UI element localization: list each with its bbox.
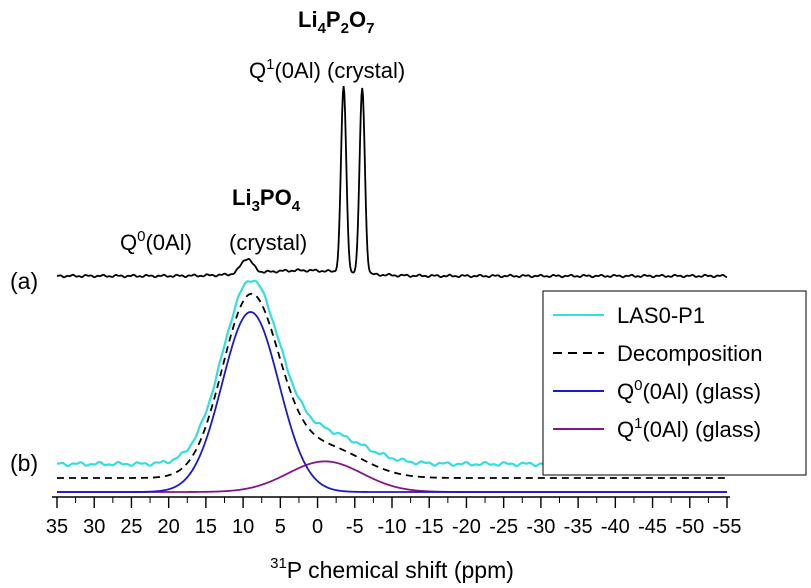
x-tick-label: 35 (46, 516, 68, 538)
legend-label-q0-glass: Q0(0Al) (glass) (617, 377, 761, 404)
x-tick-label: -50 (675, 516, 704, 538)
x-tick-label: -10 (378, 516, 407, 538)
trace-label-b: (b) (10, 450, 38, 476)
x-tick-label: 20 (158, 516, 180, 538)
x-tick-label: -5 (346, 516, 364, 538)
x-tick-label: 5 (275, 516, 286, 538)
legend-box (542, 290, 807, 476)
x-ticks (56, 497, 728, 508)
x-tick-label: 0 (312, 516, 323, 538)
x-tick-label: -55 (713, 516, 742, 538)
x-tick-label: -35 (564, 516, 593, 538)
series-q0-glass (57, 311, 727, 493)
legend-label-q1-glass: Q1(0Al) (glass) (617, 415, 761, 442)
series-a-crystal (56, 86, 728, 279)
x-tick-label: -45 (638, 516, 667, 538)
annotation-li3po4: Li3PO4 (232, 185, 301, 215)
annotation-crystal: (crystal) (229, 230, 307, 255)
x-tick-labels: 35 30 25 20 15 10 5 0 -5 -10 -15 -20 -25 -30 -35 -40 -45… (46, 516, 742, 538)
series-decomposition (57, 292, 727, 479)
legend: LAS0-P1 Decomposition Q0(0Al) (glass) Q1… (542, 290, 807, 476)
x-tick-label: -15 (415, 516, 444, 538)
x-axis-label: 31P chemical shift (ppm) (270, 555, 514, 583)
annotation-li4p2o7: Li4P2O7 (298, 7, 374, 37)
x-tick-label: -20 (452, 516, 481, 538)
annotation-q1-crystal: Q1(0Al) (crystal) (249, 56, 405, 83)
x-tick-label: 30 (83, 516, 105, 538)
x-tick-label: 25 (120, 516, 142, 538)
x-tick-label: 15 (195, 516, 217, 538)
trace-label-a: (a) (10, 268, 38, 294)
x-tick-label: 10 (232, 516, 254, 538)
legend-label-decomposition: Decomposition (617, 341, 763, 366)
x-tick-label: -25 (489, 516, 518, 538)
x-tick-label: -40 (601, 516, 630, 538)
annotation-q0-0al: Q0(0Al) (120, 228, 192, 255)
x-tick-label: -30 (526, 516, 555, 538)
legend-label-las0-p1: LAS0-P1 (617, 303, 705, 328)
